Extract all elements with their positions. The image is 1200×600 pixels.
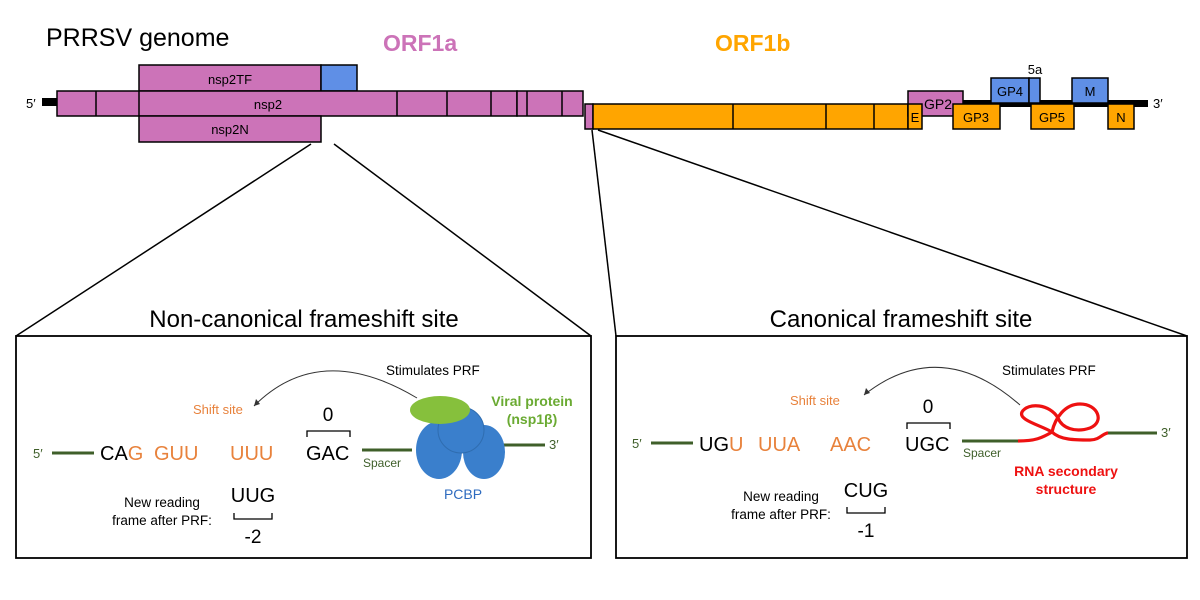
c-arrowhead-icon — [864, 388, 870, 395]
five-prime-utr — [42, 98, 57, 106]
genome-map: PRRSV genome ORF1a ORF1b 5′ nsp2TF nsp2 … — [26, 24, 1163, 143]
c-new-frame-value: -1 — [858, 521, 875, 542]
c-new-frame-line2: frame after PRF: — [731, 507, 831, 522]
zoom-line-left-a — [15, 143, 312, 337]
nsp2tf-block — [138, 64, 322, 92]
gp3-block — [952, 103, 1001, 130]
n-block — [1107, 103, 1135, 130]
nc-new-frame-bracket — [233, 513, 273, 520]
orf1b-bar — [584, 103, 909, 130]
e-block — [907, 103, 923, 130]
gp4-block — [990, 77, 1030, 104]
c-stimulates-label: Stimulates PRF — [1002, 363, 1096, 378]
nc-three-prime: 3′ — [549, 437, 559, 452]
orf1a-overlap — [584, 103, 594, 130]
c-codon-2: UUA — [758, 434, 801, 456]
canonical-panel: Canonical frameshift site Stimulates PRF… — [615, 306, 1188, 559]
c-codon-4: UGC — [905, 434, 949, 456]
rna-secondary-structure — [1017, 402, 1109, 443]
c-spacer-label: Spacer — [963, 446, 1001, 460]
c-shift-site-label: Shift site — [790, 393, 840, 408]
five-a-label: 5a — [1028, 62, 1043, 77]
c-stimulates-arrow — [863, 366, 1021, 406]
pcbp-label: PCBP — [444, 486, 482, 502]
rna-structure-label-2: structure — [1036, 481, 1097, 497]
non-canonical-title: Non-canonical frameshift site — [149, 306, 458, 333]
gp2-label: GP2 — [924, 96, 952, 112]
nc-shift-site-label: Shift site — [193, 402, 243, 417]
gp5-block — [1030, 103, 1075, 130]
c-codon-3: AAC — [830, 434, 871, 456]
nc-new-frame-line2: frame after PRF: — [112, 513, 212, 528]
five-a-block — [1028, 77, 1041, 104]
c-new-frame-line1: New reading — [743, 489, 819, 504]
orf1b-label: ORF1b — [715, 30, 790, 56]
nc-five-prime: 5′ — [33, 446, 43, 461]
nc-new-frame-value: -2 — [245, 527, 262, 548]
m-block — [1071, 77, 1109, 104]
orf1a-bar: nsp2 — [56, 90, 584, 117]
gp3-label: GP3 — [963, 110, 989, 125]
c-codon-sequence: UGU UUA AAC UGC — [699, 434, 949, 456]
nc-new-frame-line1: New reading — [124, 495, 200, 510]
canonical-title: Canonical frameshift site — [770, 306, 1033, 333]
c-new-codon: CUG — [844, 480, 888, 502]
orf1a-tail — [516, 90, 584, 117]
nc-new-codon: UUG — [231, 485, 275, 507]
nc-codon-sequence: CAG GUU UUU GAC — [100, 443, 349, 465]
c-zero-bracket — [906, 422, 951, 429]
genome-five-prime-label: 5′ — [26, 96, 36, 111]
orf1a-main — [56, 90, 518, 117]
viral-protein-name: (nsp1β) — [507, 411, 558, 427]
nsp2-label: nsp2 — [254, 97, 282, 112]
genome-three-prime-label: 3′ — [1153, 96, 1163, 111]
nc-codon-4: GAC — [306, 443, 349, 465]
nc-codon-3: UUU — [230, 443, 273, 465]
n-label: N — [1116, 110, 1125, 125]
e-label: E — [911, 110, 920, 125]
zoom-line-right-b — [597, 129, 1188, 337]
zoom-line-left-b — [333, 143, 592, 337]
c-three-prime: 3′ — [1161, 425, 1171, 440]
orf1b-main — [592, 103, 909, 130]
gp4-label: GP4 — [997, 84, 1023, 99]
zoom-lines — [15, 129, 1188, 337]
c-zero-frame: 0 — [923, 397, 934, 418]
nsp2n-label: nsp2N — [211, 122, 249, 137]
c-codon-1-orange: U — [729, 434, 743, 456]
genome-title: PRRSV genome — [46, 24, 229, 52]
nc-codon-2: GUU — [154, 443, 198, 465]
orf1a-label: ORF1a — [383, 30, 457, 56]
nsp1beta-protein — [410, 396, 470, 424]
nc-stimulates-arrow — [253, 370, 418, 407]
zoom-line-right-a — [591, 129, 617, 337]
nsp2n-block — [138, 115, 322, 143]
nsp2tf-frameshift-segment — [320, 64, 358, 92]
non-canonical-panel: Non-canonical frameshift site Stimulates… — [15, 306, 592, 559]
c-five-prime: 5′ — [632, 436, 642, 451]
gp5-label: GP5 — [1039, 110, 1065, 125]
nsp2tf-label: nsp2TF — [208, 72, 252, 87]
viral-protein-label: Viral protein — [491, 393, 572, 409]
nc-spacer-label: Spacer — [363, 456, 401, 470]
nc-stimulates-label: Stimulates PRF — [386, 363, 480, 378]
c-codon-1-black: UG — [699, 434, 729, 456]
m-label: M — [1085, 84, 1096, 99]
nc-zero-frame: 0 — [323, 405, 334, 426]
nc-codon-1-orange: G — [128, 443, 144, 465]
nc-codon-1-black: CA — [100, 443, 128, 465]
nc-arrowhead-icon — [254, 399, 260, 406]
c-new-frame-bracket — [846, 507, 886, 514]
nc-zero-bracket — [306, 430, 351, 437]
rna-structure-label: RNA secondary — [1014, 463, 1118, 479]
